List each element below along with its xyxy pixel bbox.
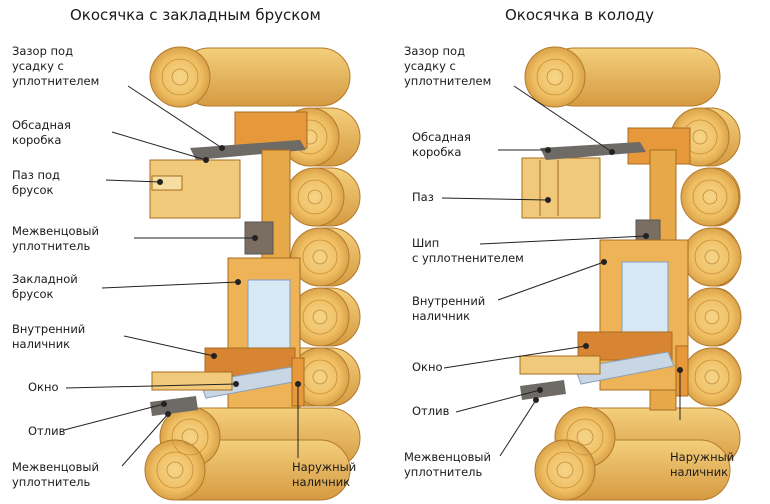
left-label-window: Окно: [28, 380, 59, 394]
right-label-groove: Паз: [412, 190, 434, 204]
right-log-end-8: [534, 439, 596, 501]
right-log-end-1: [524, 46, 586, 108]
right-label-window: Окно: [412, 360, 443, 374]
right-log-end-5: [682, 287, 742, 347]
left-diagram-title: Окосячка с закладным бруском: [70, 6, 321, 24]
left-log-wall: [144, 46, 361, 501]
right-label-sill: Отлив: [412, 404, 450, 418]
left-log-end-1: [149, 46, 211, 108]
right-casing-header: [521, 157, 601, 219]
left-log-end-4: [290, 227, 350, 287]
left-groove-slot: [151, 175, 183, 191]
left-log-end-8: [144, 439, 206, 501]
right-log-end-3: [680, 167, 740, 227]
right-log-wall: [524, 46, 742, 501]
right-diagram-title: Окосячка в колоду: [505, 6, 655, 24]
left-window-assembly: [149, 111, 308, 416]
left-log-end-3: [285, 167, 345, 227]
left-top-seal: [190, 140, 306, 160]
left-label-sill: Отлив: [28, 424, 66, 438]
left-glass: [247, 279, 291, 361]
right-sill-board: [519, 355, 601, 375]
left-sill-board: [151, 371, 233, 391]
right-window-assembly: [519, 127, 691, 411]
right-drip-edge: [574, 351, 675, 385]
left-bottom-seal: [150, 396, 198, 416]
left-leader-lines: [63, 85, 301, 467]
right-leader-lines: [441, 85, 683, 457]
right-top-seal: [540, 142, 646, 160]
right-log-end-6: [682, 347, 742, 407]
right-log-end-4: [682, 227, 742, 287]
